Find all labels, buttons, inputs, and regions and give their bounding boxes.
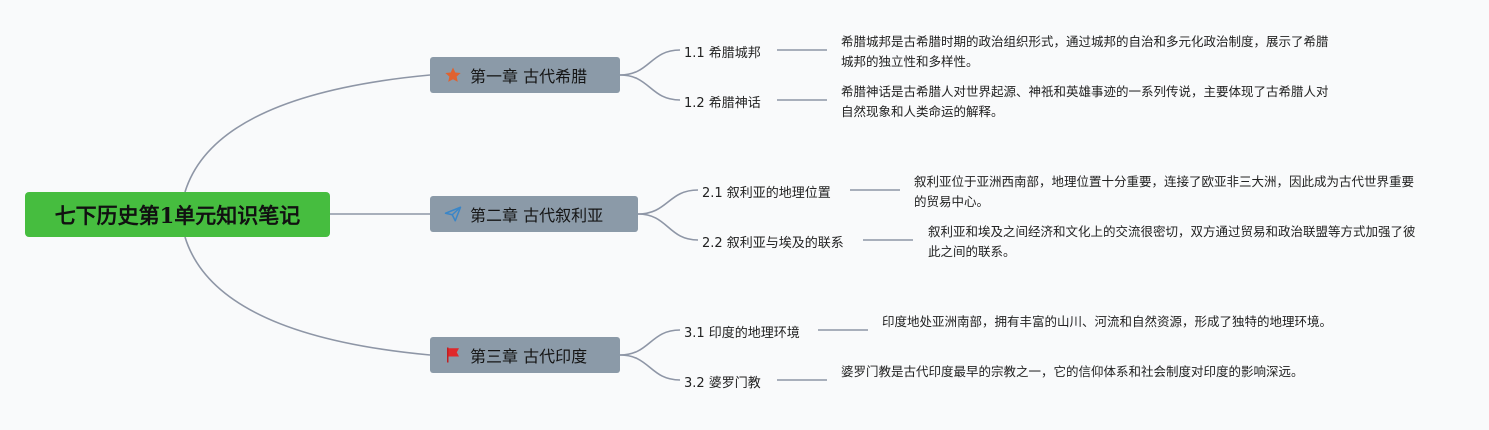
- chapter-2-topic[interactable]: 第二章 古代叙利亚: [430, 196, 638, 232]
- desc-3-2: 婆罗门教是古代印度最早的宗教之一，它的信仰体系和社会制度对印度的影响深远。: [841, 364, 1304, 379]
- chapter-1-title: 第一章 古代希腊: [470, 67, 588, 86]
- star-icon: [444, 66, 462, 84]
- link-ch2-sub1: [637, 189, 699, 215]
- root-title: 七下历史第1单元知识笔记: [54, 202, 301, 228]
- subtopic-1-1[interactable]: 1.1 希腊城邦: [684, 46, 761, 61]
- paper-plane-icon: [444, 205, 462, 223]
- link-ch1-sub1: [619, 49, 681, 76]
- root-topic[interactable]: 七下历史第1单元知识笔记: [25, 192, 330, 237]
- link-root-ch1: [184, 74, 431, 193]
- subtopic-3-2[interactable]: 3.2 婆罗门教: [684, 376, 761, 391]
- chapter-3-title: 第三章 古代印度: [470, 347, 588, 366]
- desc-3-1: 印度地处亚洲南部，拥有丰富的山川、河流和自然资源，形成了独特的地理环境。: [882, 314, 1333, 329]
- desc-2-2: 叙利亚和埃及之间经济和文化上的交流很密切，双方通过贸易和政治联盟等方式加强了彼此…: [928, 224, 1416, 259]
- link-ch2-sub2: [637, 213, 699, 241]
- chapter-2-title: 第二章 古代叙利亚: [470, 206, 604, 225]
- subtopic-3-1[interactable]: 3.1 印度的地理环境: [684, 326, 800, 341]
- link-ch3-sub2: [619, 354, 681, 381]
- chapter-3-topic[interactable]: 第三章 古代印度: [430, 337, 620, 373]
- link-ch1-sub2: [619, 74, 681, 101]
- desc-1-2: 希腊神话是古希腊人对世界起源、神祇和英雄事迹的一系列传说，主要体现了古希腊人对自…: [841, 84, 1329, 119]
- subtopic-1-2[interactable]: 1.2 希腊神话: [684, 96, 761, 111]
- desc-2-1: 叙利亚位于亚洲西南部，地理位置十分重要，连接了欧亚非三大洲，因此成为古代世界重要…: [914, 174, 1415, 209]
- subtopic-2-1[interactable]: 2.1 叙利亚的地理位置: [702, 186, 831, 201]
- chapter-1-topic[interactable]: 第一章 古代希腊: [430, 57, 620, 93]
- desc-1-1: 希腊城邦是古希腊时期的政治组织形式，通过城邦的自治和多元化政治制度，展示了希腊城…: [841, 34, 1329, 69]
- link-root-ch3: [184, 236, 431, 356]
- link-ch3-sub1: [619, 329, 681, 356]
- subtopic-2-2[interactable]: 2.2 叙利亚与埃及的联系: [702, 236, 844, 251]
- red-flag-icon: [444, 346, 462, 364]
